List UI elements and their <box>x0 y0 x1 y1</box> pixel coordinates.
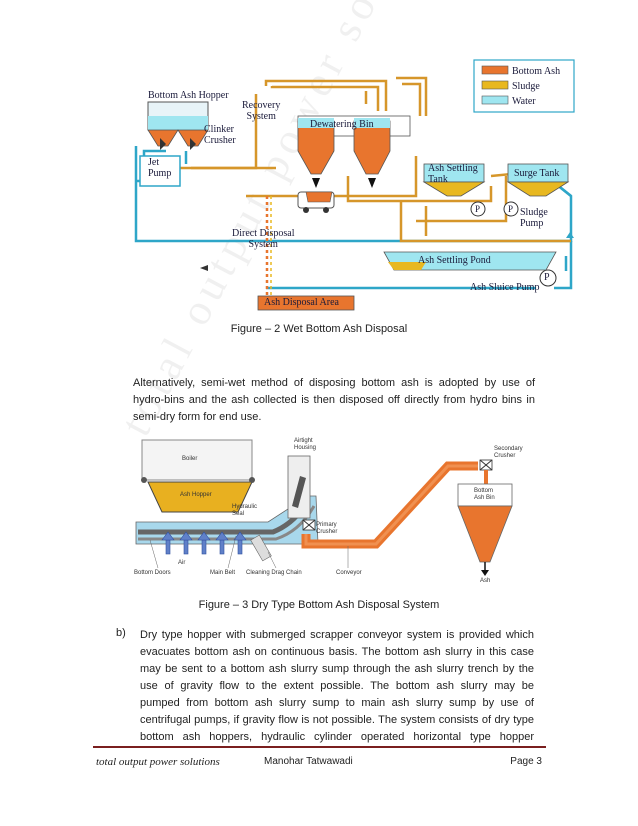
paragraph-line: evacuates bottom ash on continuous basis… <box>140 646 534 658</box>
figure-wet-bottom-ash-disposal: Bottom Ash Sludge Water Bottom Ash Hoppe… <box>126 56 580 312</box>
legend-swatch-bottom-ash <box>481 65 509 75</box>
footer-left: total output power solutions <box>96 756 220 768</box>
label-surge-tank: Surge Tank <box>514 168 560 179</box>
item-b-marker: b) <box>116 627 126 639</box>
paragraph-line: semi-dry form for end use. <box>133 411 262 423</box>
label-ash-sluice-pump: Ash Sluice Pump <box>470 282 540 293</box>
pump-p-3: P <box>544 272 550 283</box>
paragraph-line: use of gravity flow to the extent possib… <box>140 680 534 692</box>
paragraph-line: Dry type hopper with submerged scrapper … <box>140 629 534 641</box>
pump-p-1: P <box>475 204 481 214</box>
figure3-caption: Figure – 3 Dry Type Bottom Ash Disposal … <box>198 599 440 611</box>
label-secondary-crusher: Secondary Crusher <box>494 446 523 459</box>
paragraph-line: Alternatively, semi-wet method of dispos… <box>133 377 535 389</box>
label-primary-crusher: Primary Crusher <box>316 522 338 535</box>
footer-page-number: Page 3 <box>510 756 542 767</box>
label-bottom-ash-bin: Bottom Ash Bin <box>474 488 495 501</box>
figure-dry-type-bottom-ash: Boiler Ash Hopper Airtight Housing Hydra… <box>128 436 523 588</box>
label-main-belt: Main Belt <box>210 570 236 576</box>
label-ash-settling-pond: Ash Settling Pond <box>418 255 491 266</box>
label-ash: Ash <box>480 578 491 584</box>
label-dewatering-bin: Dewatering Bin <box>310 119 374 130</box>
label-sludge-pump: Sludge Pump <box>520 207 548 229</box>
paragraph-line: bottom ash hoppers, hydraulic cylinder o… <box>140 731 534 743</box>
paragraph-line: pumped from bottom ash slurry sump to ma… <box>140 697 534 709</box>
paragraph-line: may be sent to a bottom ash slurry sump … <box>140 663 534 675</box>
dry-ash-diagram <box>135 439 513 576</box>
label-clinker-crusher: Clinker Crusher <box>204 124 236 146</box>
legend-label-sludge: Sludge <box>512 81 540 92</box>
label-conveyor: Conveyor <box>336 570 362 576</box>
footer-rule <box>93 746 546 748</box>
label-recovery-system: Recovery System <box>242 100 281 122</box>
label-bottom-doors: Bottom Doors <box>134 570 171 576</box>
label-direct-disposal-system: Direct Disposal System <box>232 228 295 250</box>
wet-ash-diagram <box>134 59 575 311</box>
figure2-caption: Figure – 2 Wet Bottom Ash Disposal <box>230 323 408 335</box>
paragraph-semi-wet: Alternatively, semi-wet method of dispos… <box>133 375 535 426</box>
legend-label-water: Water <box>512 96 536 107</box>
label-ash-disposal-area: Ash Disposal Area <box>264 297 339 308</box>
paragraph-line: hydro-bins and the ash collected is then… <box>133 394 535 406</box>
label-jet-pump: Jet Pump <box>148 157 172 179</box>
label-ash-hopper: Ash Hopper <box>180 492 212 498</box>
footer-author: Manohar Tatwawadi <box>264 756 353 767</box>
label-ash-settling-tank: Ash Settling Tank <box>428 163 478 185</box>
label-boiler: Boiler <box>182 456 198 462</box>
pump-p-2: P <box>508 204 514 214</box>
label-cleaning-drag-chain: Cleaning Drag Chain <box>246 570 302 576</box>
label-airtight-housing: Airtight Housing <box>294 438 317 451</box>
legend-swatch-water <box>481 95 509 105</box>
legend-swatch-sludge <box>481 80 509 90</box>
paragraph-dry-type: Dry type hopper with submerged scrapper … <box>140 627 534 746</box>
label-hydraulic-seal: Hydraulic Seal <box>232 504 258 517</box>
legend-label-bottom-ash: Bottom Ash <box>512 66 561 77</box>
label-air: Air <box>178 560 186 566</box>
paragraph-line: centrifugal pumps, if gravity flow is no… <box>140 714 534 726</box>
label-bottom-ash-hopper: Bottom Ash Hopper <box>148 90 229 101</box>
